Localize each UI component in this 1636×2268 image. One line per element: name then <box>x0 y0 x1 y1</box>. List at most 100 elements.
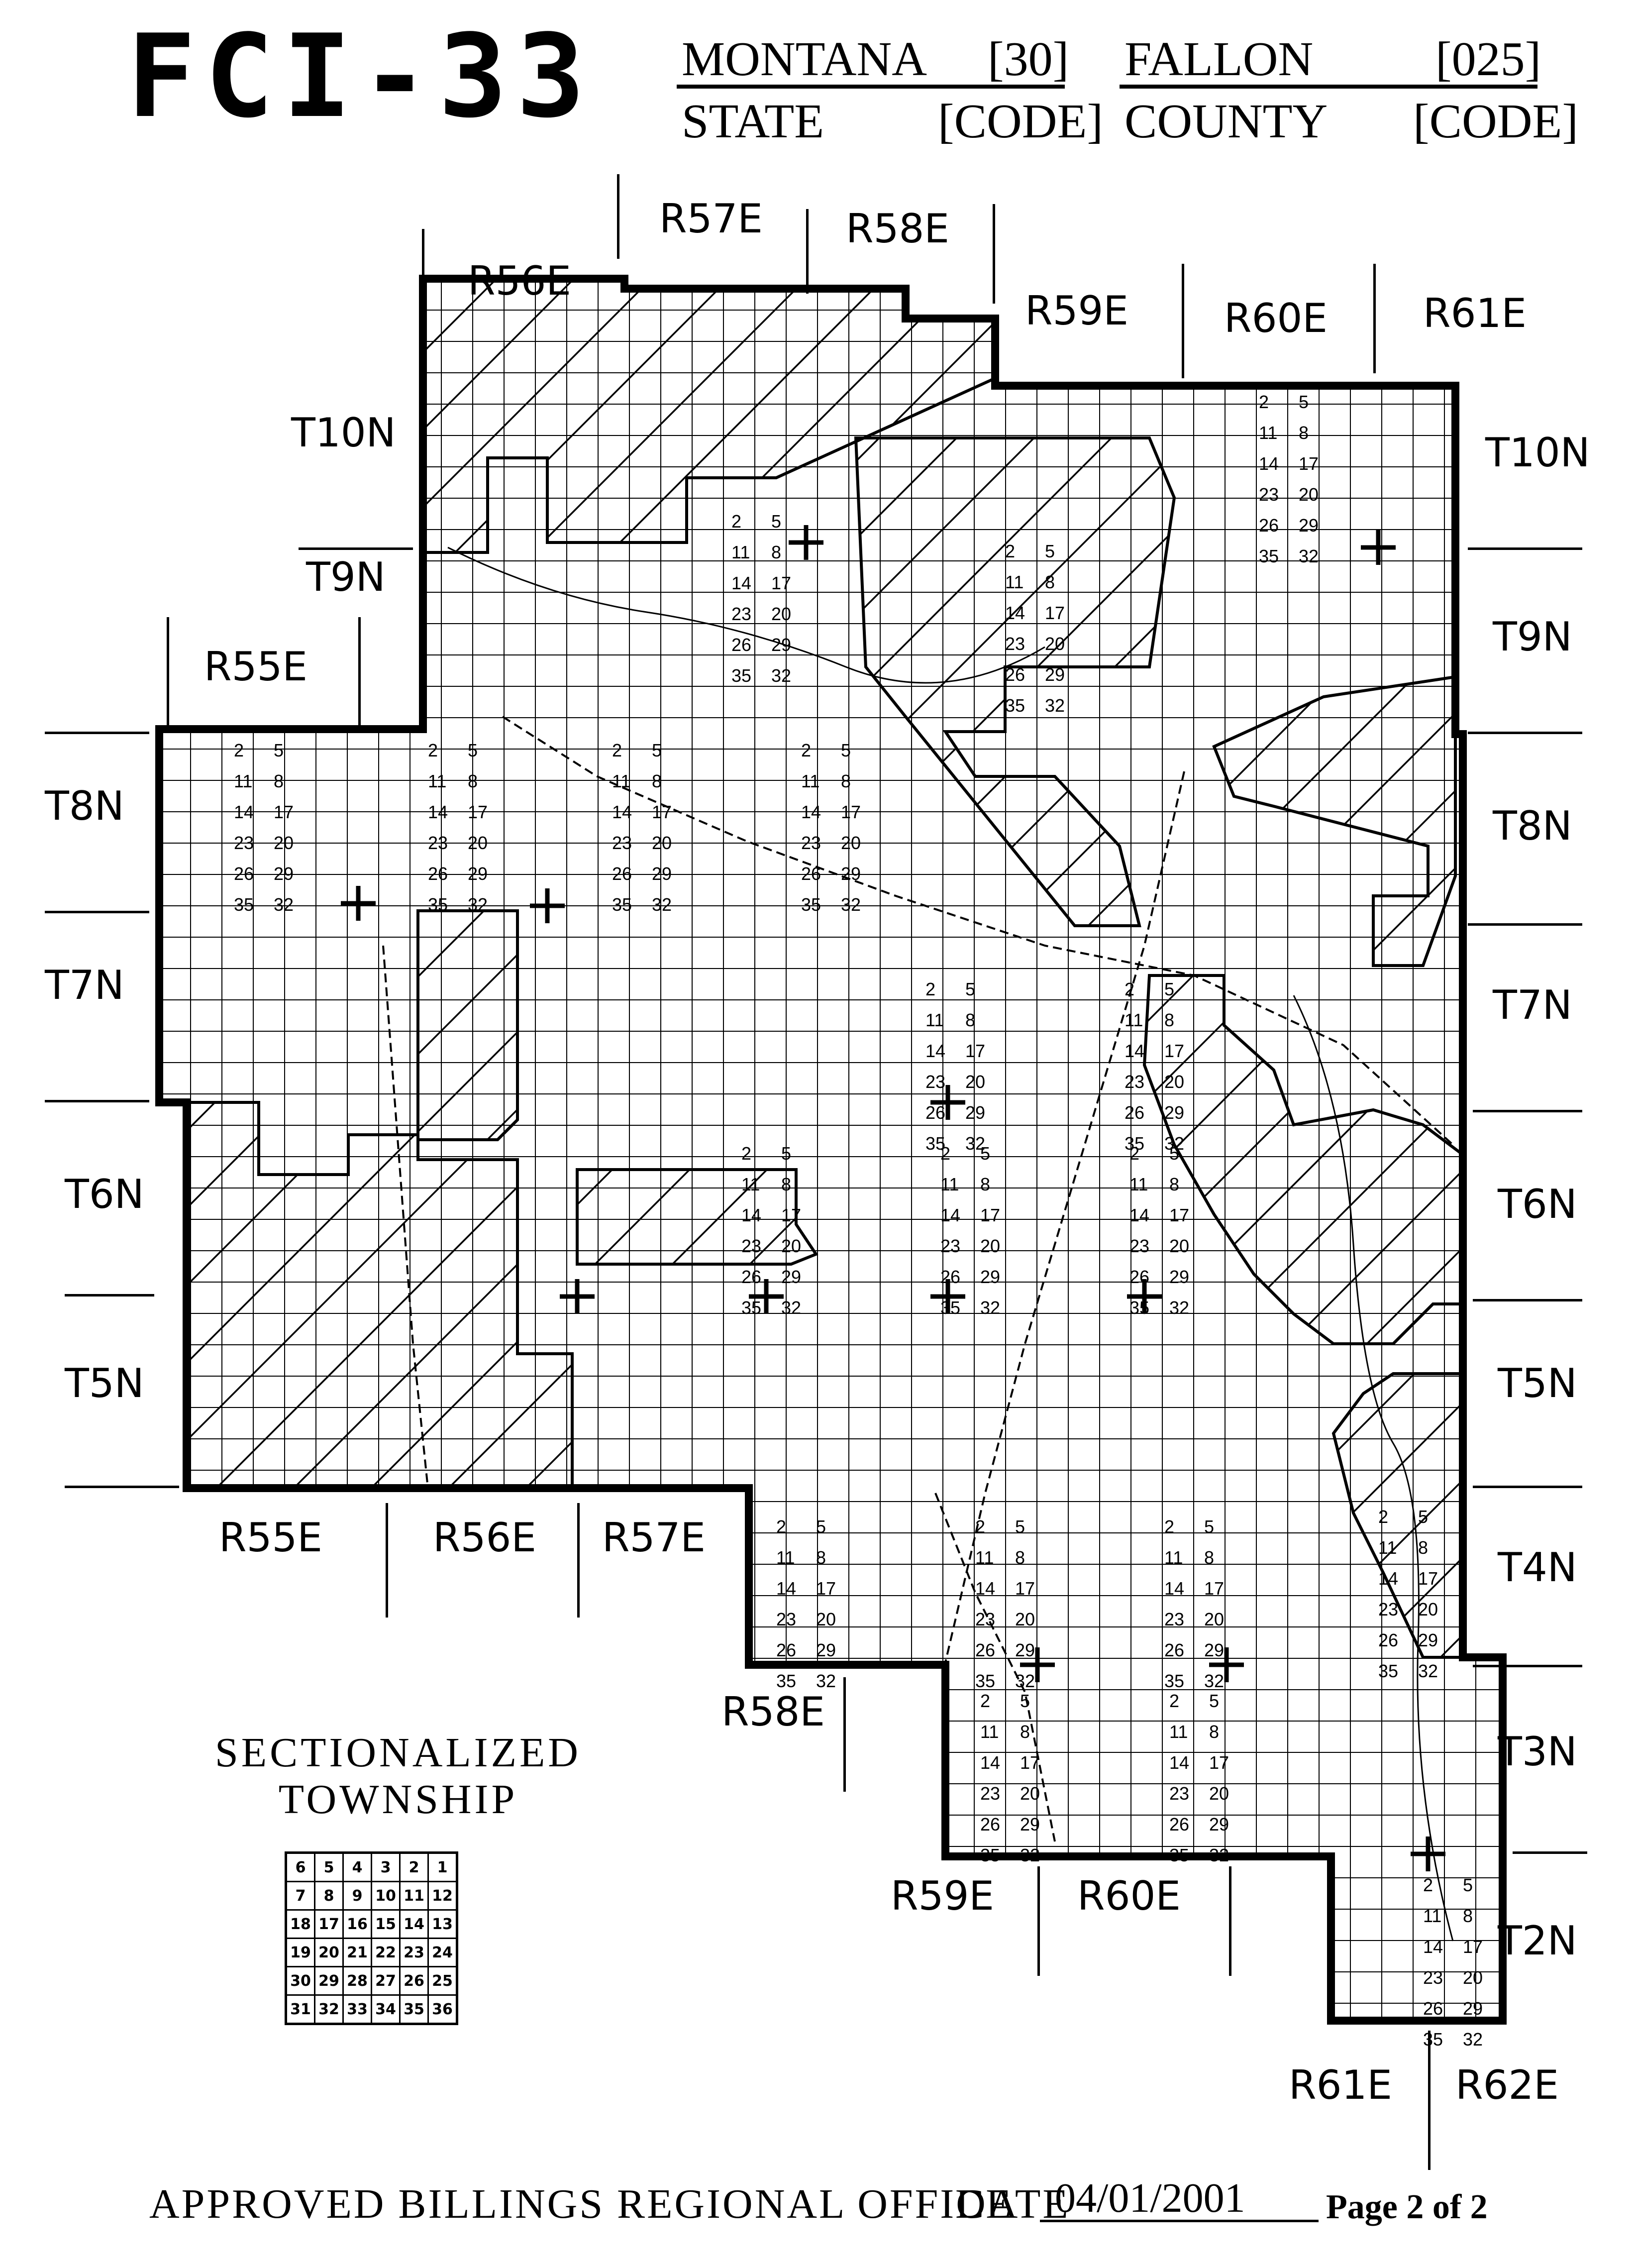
section-number: 23 <box>925 1072 945 1092</box>
section-number: 8 <box>468 771 478 791</box>
section-number: 11 <box>1164 1547 1183 1568</box>
legend-section-cell: 8 <box>314 1881 344 1911</box>
range-tick <box>843 1677 846 1792</box>
section-number: 2 <box>980 1691 990 1711</box>
section-number: 11 <box>1129 1174 1148 1194</box>
section-number: 5 <box>1463 1875 1473 1895</box>
legend-section-cell: 22 <box>371 1938 401 1967</box>
rivers <box>447 546 1454 1942</box>
section-number: 14 <box>801 802 821 822</box>
township-label-left-t7n: T7N <box>45 962 124 1008</box>
range-label-r60e-bottom: R60E <box>1077 1873 1181 1919</box>
section-number: 29 <box>468 864 488 884</box>
range-label-r59e-top: R59E <box>1025 288 1128 334</box>
section-number: 8 <box>1169 1174 1179 1194</box>
township-label-right-t5n: T5N <box>1498 1360 1577 1406</box>
section-number: 14 <box>428 802 448 822</box>
section-number: 17 <box>468 802 488 822</box>
state-label: STATE <box>682 95 824 148</box>
range-tick <box>358 617 361 727</box>
township-label-right-t7n: T7N <box>1493 982 1572 1028</box>
section-number: 5 <box>468 740 478 760</box>
section-number: 2 <box>731 511 741 532</box>
section-number: 2 <box>1259 392 1269 412</box>
section-number: 35 <box>980 1845 1000 1865</box>
township-tick <box>1473 1110 1582 1112</box>
section-number: 8 <box>1015 1547 1025 1568</box>
township-corner-markers <box>341 525 1445 1871</box>
section-number: 14 <box>1125 1041 1144 1061</box>
section-number: 32 <box>1020 1845 1040 1865</box>
township-label-right-t10n: T10N <box>1485 430 1590 476</box>
section-number: 5 <box>771 511 781 532</box>
section-number: 11 <box>1423 1906 1441 1926</box>
section-number: 11 <box>975 1547 994 1568</box>
section-number: 2 <box>234 740 244 760</box>
range-label-r56e-bottom: R56E <box>433 1514 536 1561</box>
section-number: 5 <box>1418 1507 1428 1527</box>
section-number: 14 <box>925 1041 945 1061</box>
township-tick <box>1513 1851 1587 1854</box>
township-tick <box>1468 923 1582 926</box>
legend-title: SECTIONALIZED TOWNSHIP <box>214 1729 582 1823</box>
section-number: 35 <box>1164 1671 1184 1691</box>
excluded-areas <box>185 279 1464 1659</box>
section-number: 35 <box>731 665 751 686</box>
legend-section-cell: 10 <box>371 1881 401 1911</box>
township-tick <box>65 1486 179 1488</box>
section-number: 23 <box>234 833 254 853</box>
section-number: 29 <box>1164 1102 1184 1123</box>
range-tick <box>993 204 995 304</box>
section-number: 2 <box>1164 1516 1174 1537</box>
hatched-area-north-center <box>854 436 1176 927</box>
township-tick <box>45 1100 149 1102</box>
section-number: 26 <box>612 864 632 884</box>
section-number: 35 <box>234 894 254 915</box>
section-number: 23 <box>428 833 448 853</box>
section-number: 26 <box>980 1814 1000 1835</box>
section-number: 2 <box>1378 1507 1388 1527</box>
section-number: 14 <box>980 1752 1000 1773</box>
section-number: 29 <box>980 1267 1000 1287</box>
section-number: 32 <box>841 894 861 915</box>
section-number: 29 <box>1045 664 1065 685</box>
section-number: 20 <box>781 1236 801 1256</box>
section-number: 17 <box>1045 603 1065 623</box>
section-number: 26 <box>1164 1640 1184 1660</box>
section-number: 17 <box>965 1041 985 1061</box>
section-number: 2 <box>801 740 811 760</box>
section-number: 32 <box>980 1297 1000 1318</box>
section-number: 26 <box>1129 1267 1149 1287</box>
range-label-r61e-bottom: R61E <box>1289 2062 1392 2108</box>
legend-section-cell: 11 <box>399 1881 429 1911</box>
legend-section-cell: 7 <box>285 1881 315 1911</box>
section-number: 2 <box>1169 1691 1179 1711</box>
section-number: 11 <box>612 771 630 791</box>
form-id-title: FCI-33 <box>127 10 594 143</box>
section-number: 2 <box>1005 541 1015 561</box>
township-tick <box>1473 1486 1582 1488</box>
date-label: DATE <box>955 2181 1070 2227</box>
section-number: 2 <box>612 740 622 760</box>
legend-section-cell: 32 <box>314 1994 344 2025</box>
section-number: 29 <box>1209 1814 1229 1835</box>
range-tick <box>1037 1866 1040 1976</box>
section-number: 23 <box>801 833 821 853</box>
hatched-area-west-block <box>416 909 519 1141</box>
section-number: 20 <box>468 833 488 853</box>
section-number: 29 <box>1418 1630 1438 1650</box>
section-number: 23 <box>1378 1599 1398 1620</box>
section-number: 17 <box>274 802 294 822</box>
range-label-r61e-top: R61E <box>1423 290 1527 336</box>
section-number: 20 <box>1209 1783 1229 1804</box>
section-number: 29 <box>841 864 861 884</box>
legend-section-cell: 14 <box>399 1909 429 1939</box>
township-tick <box>65 1294 154 1296</box>
section-number: 32 <box>1418 1661 1438 1681</box>
section-number: 17 <box>1463 1937 1483 1957</box>
section-number: 14 <box>1378 1568 1398 1589</box>
section-number: 26 <box>741 1267 761 1287</box>
